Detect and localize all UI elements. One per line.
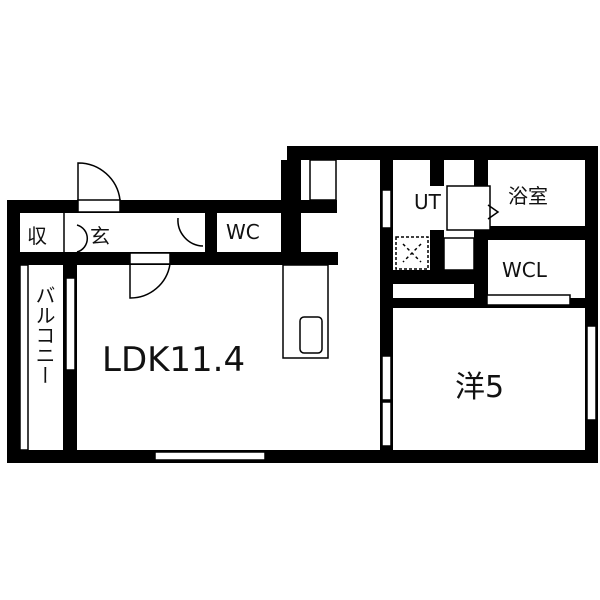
- window-ldk: [154, 451, 266, 461]
- sink-icon: [299, 316, 323, 354]
- window-partition-1: [381, 189, 392, 229]
- window-room: [586, 325, 597, 421]
- washer-pan-icon: [395, 236, 429, 270]
- balcony-rail: [19, 264, 29, 451]
- wall-bath-bottom: [474, 226, 598, 240]
- room-label-western: 洋5: [455, 370, 505, 405]
- window-balcony: [65, 277, 76, 371]
- wall-wc-right: [281, 160, 301, 253]
- room-label-ut: UT: [414, 190, 441, 214]
- ldk-door-frame: [129, 252, 171, 265]
- window-partition-3: [381, 401, 392, 447]
- room-label-balcony: バルコニー: [32, 285, 56, 385]
- windows-doors: [19, 159, 597, 461]
- wall-wc: [205, 213, 217, 253]
- wall-bottom: [7, 450, 598, 463]
- room-label-wcl: WCL: [502, 258, 547, 282]
- wall-left: [7, 200, 20, 463]
- door-swings: [63, 162, 500, 299]
- wall-ut-mid: [430, 230, 444, 280]
- ut-nook: [446, 185, 491, 231]
- entrance-door-frame: [77, 199, 121, 213]
- room-label-wc: WC: [226, 220, 260, 244]
- window-partition-2: [381, 355, 392, 401]
- ut-nook-2: [443, 237, 475, 271]
- wcl-door: [486, 294, 571, 306]
- room-label-bath: 浴室: [508, 184, 548, 208]
- room-label-entrance: 玄: [90, 224, 110, 248]
- wall-hall: [7, 252, 338, 265]
- wall-ut-top: [430, 146, 444, 186]
- storage-nook: [309, 159, 337, 201]
- room-label-ldk: LDK11.4: [102, 340, 246, 380]
- room-label-storage: 収: [27, 224, 47, 248]
